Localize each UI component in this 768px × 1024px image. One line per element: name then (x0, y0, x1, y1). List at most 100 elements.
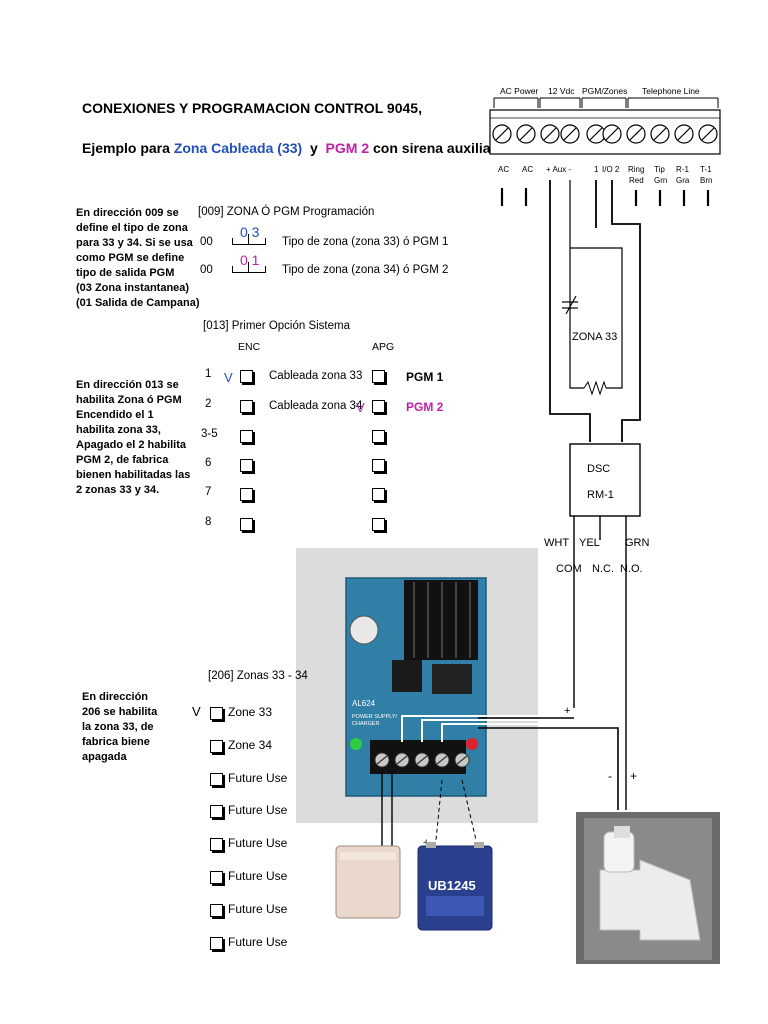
battery-model: UB1245 (428, 878, 476, 893)
terminal-label: Ring (628, 165, 644, 174)
check-mark: V (224, 370, 233, 385)
screw-slot (416, 755, 428, 765)
screw-slot (376, 755, 388, 765)
terminal-label: Red (629, 176, 644, 185)
zone-checkbox[interactable] (210, 871, 223, 884)
wire-zone-loop (570, 247, 623, 389)
note-line: habilita zona 33, (76, 424, 161, 436)
zone-item-label: Zone 34 (228, 738, 273, 752)
terminal-screws (492, 124, 718, 144)
screw-slot (456, 755, 468, 765)
heading-009: [009] ZONA Ó PGM Programación (198, 206, 375, 218)
enc-checkbox[interactable] (240, 488, 253, 501)
note-line: (03 Zona instantanea) (76, 282, 190, 294)
wire-io2 (611, 180, 641, 442)
enc-checkbox[interactable] (240, 430, 253, 443)
opt-num: 6 (205, 457, 212, 469)
ps-terminal-screws (374, 752, 470, 768)
subtitle-prefix: Ejemplo para (82, 140, 174, 156)
zone-item-label: Future Use (228, 869, 288, 883)
note-line: bienen habilitadas las (76, 469, 191, 481)
enc-checkbox[interactable] (240, 370, 253, 383)
enc-checkbox[interactable] (240, 518, 253, 531)
screw-slot (396, 755, 408, 765)
screw-slot (519, 127, 533, 141)
note-line: la zona 33, de (82, 721, 154, 733)
screw-slot (589, 127, 603, 141)
note-line: fabrica biene (82, 736, 150, 748)
note-013: En dirección 013 se habilita Zona ó PGM … (76, 378, 190, 498)
value-zone34: 0 1 (240, 252, 260, 268)
subtitle-pgm: PGM 2 (325, 140, 370, 156)
zone-checkbox[interactable] (210, 740, 223, 753)
screw-slot (677, 127, 691, 141)
siren-icon (576, 812, 720, 964)
col-apg: APG (372, 341, 395, 353)
relay-wire-label: YEL (579, 537, 600, 549)
pgm-tag: PGM 1 (406, 370, 444, 384)
zone-checkbox[interactable] (210, 937, 223, 950)
screw-slot (563, 127, 577, 141)
wire-batt-minus (461, 779, 477, 841)
note-line: 2 zonas 33 y 34. (76, 484, 160, 496)
note-line: En dirección 013 se (76, 379, 179, 391)
note-line: habilita Zona ó PGM (76, 394, 182, 406)
row-009-prefix: 00 (200, 236, 213, 248)
zone-item-label: Future Use (228, 771, 288, 785)
subtitle-zone: Zona Cableada (33) (173, 140, 303, 156)
apg-checkbox[interactable] (372, 400, 385, 413)
opt-num: 7 (205, 486, 212, 498)
zone-item-label: Future Use (228, 935, 288, 949)
screw-slot (701, 127, 715, 141)
terminal-label: Brn (700, 176, 712, 185)
relay-contact-label: COM (556, 563, 582, 575)
screw-slot (653, 127, 667, 141)
zone-checkbox[interactable] (210, 904, 223, 917)
opt-num: 3-5 (201, 428, 218, 440)
wire-ps-minus (478, 727, 619, 810)
terminal-label: T-1 (700, 165, 712, 174)
relay-line1: DSC (587, 463, 610, 475)
screw-slot (495, 127, 509, 141)
zone-checkbox[interactable] (210, 805, 223, 818)
ps-model: AL624 (352, 699, 376, 708)
apg-checkbox[interactable] (372, 370, 385, 383)
enc-checkbox[interactable] (240, 459, 253, 472)
terminal-label: I/O 2 (602, 165, 620, 174)
zone-checkbox[interactable] (210, 838, 223, 851)
note-line: define el tipo de zona (76, 222, 188, 234)
note-009: En dirección 009 se define el tipo de zo… (76, 206, 200, 311)
screw-slot (543, 127, 557, 141)
value-box-zone33: 0 3 (232, 224, 266, 245)
pgm-tag: PGM 2 (406, 400, 444, 414)
apg-checkbox[interactable] (372, 488, 385, 501)
terminal-group-12vdc: 12 Vdc (539, 86, 581, 108)
opt-num: 2 (205, 398, 212, 410)
wire-aux-minus (569, 180, 584, 389)
col-enc: ENC (238, 341, 261, 353)
row-009-desc: Tipo de zona (zona 33) ó PGM 1 (282, 236, 449, 248)
note-line: Encendido el 1 (76, 409, 154, 421)
zone-checkbox[interactable] (210, 773, 223, 786)
opt-num: 1 (205, 368, 212, 380)
eol-resistor-icon (583, 380, 607, 396)
opt-label: Cableada zona 34 (269, 400, 363, 412)
apg-checkbox[interactable] (372, 518, 385, 531)
terminal-label: 1 (594, 165, 599, 174)
enc-checkbox[interactable] (240, 400, 253, 413)
subtitle-mid: y (302, 140, 326, 156)
ps-plus-label: + (564, 705, 570, 717)
wire-batt-plus (435, 779, 443, 841)
note-line: 206 se habilita (82, 706, 158, 718)
apg-checkbox[interactable] (372, 430, 385, 443)
terminal-stubs (500, 188, 710, 206)
heading-013: [013] Primer Opción Sistema (203, 320, 351, 332)
zone-checkbox[interactable] (210, 707, 223, 720)
terminal-label: R-1 (676, 165, 689, 174)
page-title: CONEXIONES Y PROGRAMACION CONTROL 9045, (82, 100, 422, 116)
note-line: En dirección (82, 691, 149, 703)
zone-item-label: Future Use (228, 902, 288, 916)
ps-desc2: CHARGER (352, 721, 380, 727)
apg-checkbox[interactable] (372, 459, 385, 472)
